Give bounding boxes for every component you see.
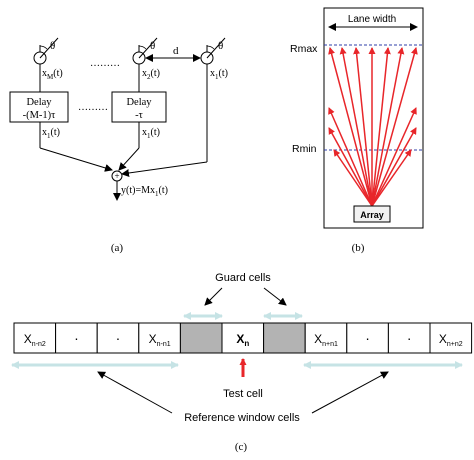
beam-ray-wide: [328, 107, 373, 207]
guard-cells-pointer-right: [263, 287, 287, 306]
wire-1-diag: [121, 161, 208, 177]
reference-cell: [304, 322, 348, 354]
reference-cell: [96, 322, 140, 354]
guard-cell: [179, 322, 223, 354]
guard-cells-pointer-left: [204, 287, 223, 306]
rmin-label: Rmin: [292, 143, 317, 155]
reference-cell: [429, 322, 473, 354]
rmax-label: Rmax: [290, 43, 318, 55]
panel-a: θ xM(t) ……… θ x2(t) θ x1(t) d Delay: [9, 37, 228, 254]
cell-label: Xn-n1: [149, 332, 171, 348]
reference-pointer-right: [311, 371, 389, 414]
cell-strip: Xn-n2 · · Xn-n1 Xn Xn+n1 · · Xn+n2: [13, 322, 473, 354]
caption-c: (c): [235, 441, 248, 453]
cell-label: Xn+n2: [439, 332, 463, 348]
cell-label: ·: [407, 330, 412, 346]
dots-top: ………: [90, 58, 120, 69]
beam-ray-long: [353, 47, 373, 207]
delay-box-1-value: -τ: [135, 110, 143, 121]
signal-x1-label: x1(t): [210, 68, 228, 81]
signal-xm-label: xM(t): [42, 68, 63, 81]
delay-m-output-label: x1(t): [42, 127, 60, 140]
sensor-1: [200, 37, 226, 65]
lane-width-label: Lane width: [348, 14, 396, 25]
panel-b: Lane width Rmax Rmin Array (b): [290, 7, 424, 254]
beam-ray-wide: [371, 107, 417, 207]
beam-ray-wide: [371, 149, 412, 207]
output-y-label: y(t)=Mx1(t): [121, 185, 168, 198]
caption-a: (a): [111, 242, 124, 254]
summing-junction-sign: +: [114, 171, 119, 181]
beam-ray-wide: [333, 149, 373, 207]
panel-c: Guard cells Xn-n2 · · Xn-n1 Xn Xn+n1 · · Xn+n2 T…: [11, 272, 473, 453]
wire-m-diag: [39, 147, 113, 172]
sensor-m: [33, 37, 59, 65]
reference-cell: [13, 322, 57, 354]
beam-rays: [328, 47, 418, 207]
beam-ray-long: [371, 47, 418, 207]
wire-2-diag: [118, 147, 140, 171]
delay-box-1: [111, 91, 167, 123]
reference-cell: [346, 322, 389, 354]
cell-label: Xn: [236, 332, 249, 348]
delay-1-output-label: x1(t): [142, 127, 160, 140]
guard-cell: [263, 322, 306, 354]
beam-ray-wide: [328, 127, 373, 207]
delay-box-m-word: Delay: [26, 97, 52, 108]
cell-label: Xn+n1: [314, 332, 338, 348]
dots-middle: ………: [78, 102, 108, 113]
beam-ray-long: [371, 47, 391, 207]
test-cell-label: Test cell: [223, 388, 263, 400]
reference-cell: [55, 322, 98, 354]
theta-label-2: θ: [150, 40, 155, 52]
caption-b: (b): [352, 242, 365, 254]
beam-ray-long: [371, 47, 405, 207]
beam-ray-wide: [371, 127, 417, 207]
delay-box-m-value: -(M-1)τ: [23, 110, 56, 121]
theta-label-1: θ: [218, 40, 223, 52]
reference-pointer-left: [97, 371, 173, 414]
cell-label: Xn-n2: [24, 332, 46, 348]
reference-cell: [138, 322, 181, 354]
array-label: Array: [360, 210, 384, 220]
cell-label: ·: [74, 330, 79, 346]
guard-cells-label: Guard cells: [215, 272, 271, 284]
reference-window-label: Reference window cells: [184, 412, 300, 424]
signal-x2-label: x2(t): [142, 68, 160, 81]
theta-label-m: θ: [50, 40, 55, 52]
spacing-d-label: d: [173, 45, 179, 57]
delay-box-m: [9, 91, 69, 123]
reference-cell: [387, 322, 431, 354]
beam-ray-long: [339, 47, 373, 207]
delay-box-1-word: Delay: [126, 97, 152, 108]
array-box: [353, 205, 391, 223]
beam-ray-long: [328, 47, 373, 207]
cell-label: ·: [116, 330, 121, 346]
cell-label: ·: [365, 330, 370, 346]
